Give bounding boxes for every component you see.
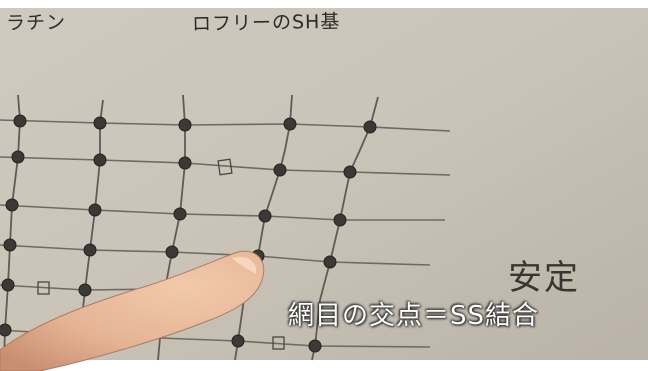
header-center-label: ロフリーのSH基 [191, 10, 341, 36]
sh-squares [37, 158, 285, 350]
bottom-border [0, 360, 648, 371]
pointing-finger [0, 250, 265, 371]
top-border [0, 0, 648, 8]
header-left-label: ラチン [5, 11, 67, 35]
subtitle-caption: 網目の交点＝SS結合 [288, 301, 540, 331]
handwritten-stable-label: 安定 [508, 258, 580, 298]
